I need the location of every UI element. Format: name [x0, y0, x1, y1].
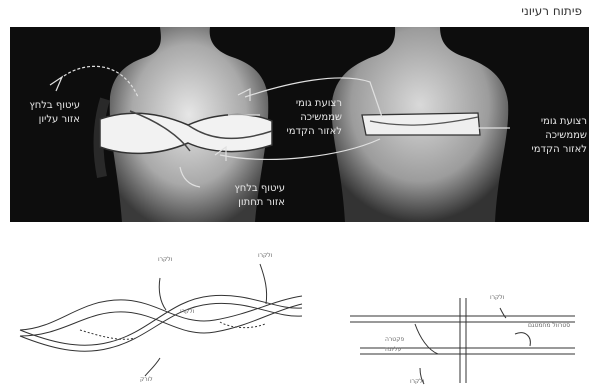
label-upper-compression: עיטוף בלחץ אזור עליון — [10, 99, 80, 127]
note-left-1: ולקרו — [158, 256, 172, 263]
note-right-4: עליונה — [385, 346, 401, 353]
label-rubber-strip-center: רצועת גומי שממשיכה לאזור הקדמי — [262, 97, 342, 139]
label-rubber-strip-right: רצועת גומי שממשיכה לאזור הקדמי — [507, 115, 587, 157]
note-right-1: ולקרו — [490, 294, 504, 301]
sketch-right-drawing — [320, 238, 590, 388]
back-mannequin — [332, 27, 508, 222]
page-title: פיתוח רעיוני — [521, 4, 582, 18]
note-left-3: ולקרו — [180, 308, 194, 315]
note-left-2: ולקרו — [258, 252, 272, 259]
back-band — [362, 113, 480, 135]
note-right-5: ולקרו — [410, 378, 424, 385]
label-lower-compression: עיטוף בלחץ אזור תחתון — [205, 182, 285, 210]
note-right-3: פקטרה — [385, 336, 404, 343]
note-right-2: סטרוול מחמטגם — [528, 322, 570, 329]
mannequin-photo: עיטוף בלחץ אזור עליון עיטוף בלחץ אזור תח… — [10, 27, 589, 222]
sketch-right: ולקרו סטרוול מחמטגם פקטרה עליונה ולקרו — [320, 238, 590, 388]
note-left-4: לורק — [140, 376, 153, 383]
sketch-left: ולקרו ולקרו ולקרו לורק — [10, 238, 310, 388]
